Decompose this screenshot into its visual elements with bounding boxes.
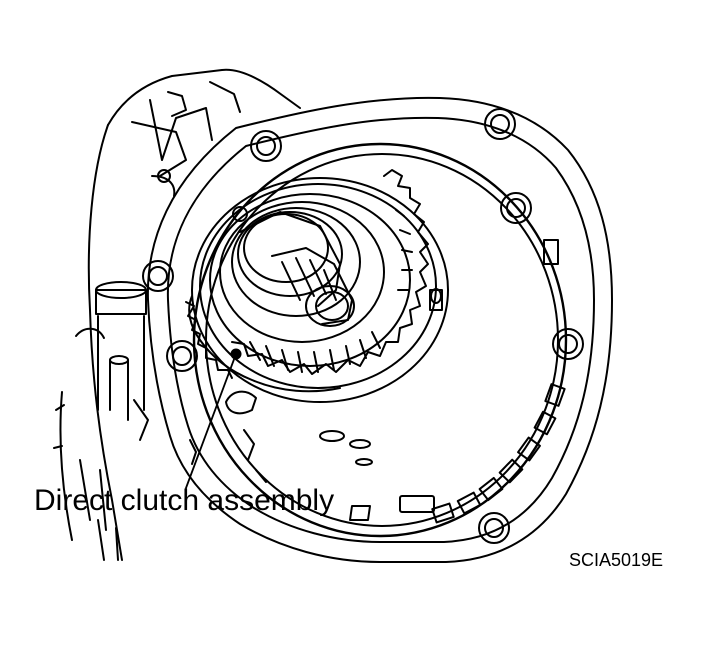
flange-windows bbox=[349, 239, 566, 524]
callout-label: Direct clutch assembly bbox=[34, 484, 335, 517]
transaxle-case bbox=[53, 68, 301, 561]
figure-code: SCIA5019E bbox=[569, 550, 664, 570]
direct-clutch-assembly bbox=[185, 169, 449, 415]
bolt-holes bbox=[142, 108, 584, 544]
bore-details bbox=[189, 288, 442, 483]
callout-leader-line bbox=[185, 353, 237, 489]
